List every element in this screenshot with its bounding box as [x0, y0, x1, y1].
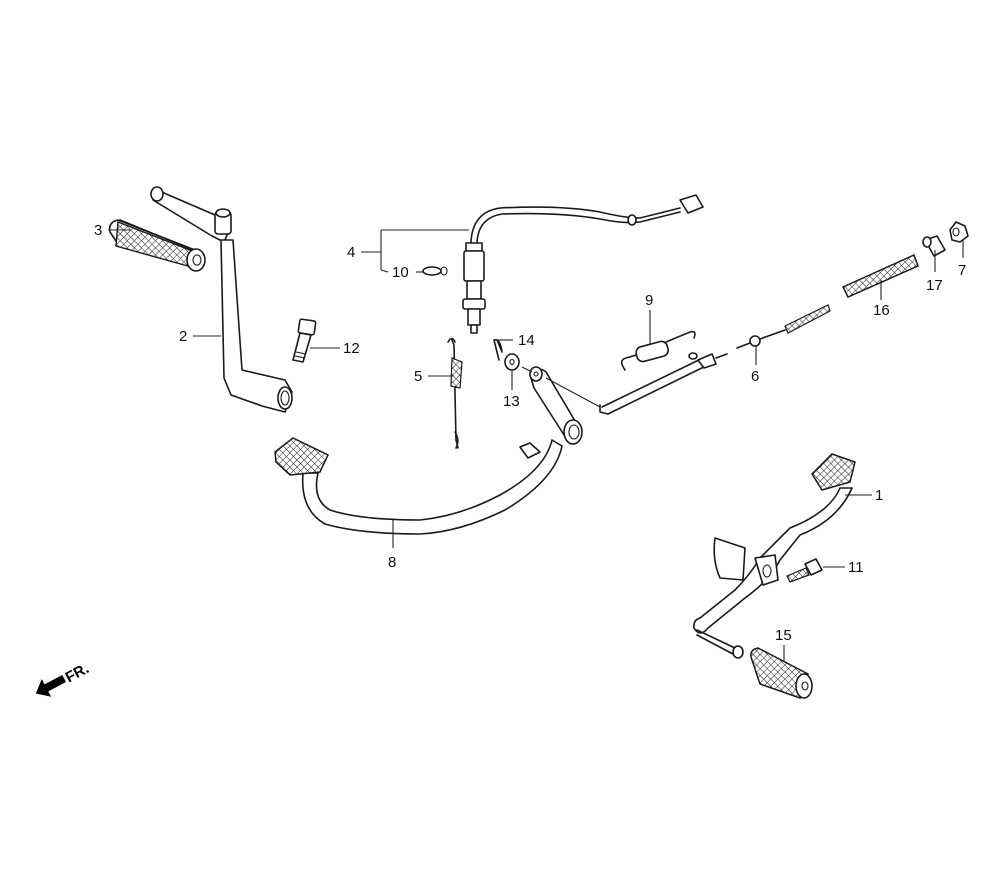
callout-2: 2 [179, 328, 187, 345]
callout-6: 6 [751, 368, 759, 385]
change-pedal [693, 453, 856, 659]
stop-switch-spring [447, 337, 463, 449]
callout-9: 9 [645, 292, 653, 309]
kick-arm-bolt [292, 318, 317, 363]
callout-14: 14 [518, 332, 535, 349]
callout-13: 13 [503, 393, 520, 410]
brake-rod [736, 304, 831, 349]
cotter-pin [493, 338, 503, 361]
leader-lines [108, 229, 964, 662]
callout-4: 4 [347, 244, 355, 261]
callout-7: 7 [958, 262, 966, 279]
callout-11: 11 [848, 559, 864, 576]
brake-rod-link [599, 352, 728, 415]
pedal-bolt [786, 558, 823, 583]
callout-3: 3 [94, 222, 102, 239]
return-spring [620, 330, 696, 371]
callout-5: 5 [414, 368, 422, 385]
washer [504, 353, 520, 371]
front-direction-indicator: FR. [35, 660, 92, 697]
callout-10: 10 [392, 264, 409, 281]
callout-8: 8 [388, 554, 396, 571]
adjusting-nut [949, 221, 969, 243]
callout-1: 1 [875, 487, 883, 504]
callout-17: 17 [926, 277, 943, 294]
rod-spring [841, 253, 919, 298]
callout-12: 12 [343, 340, 360, 357]
kick-starter-arm [150, 186, 293, 413]
brake-pedal [274, 366, 583, 535]
callout-labels: 3 2 12 4 10 5 14 13 8 9 6 16 17 7 1 11 1… [94, 222, 966, 644]
stop-switch-assembly [462, 194, 704, 334]
joint [922, 235, 946, 257]
callout-15: 15 [775, 627, 792, 644]
callout-16: 16 [873, 302, 890, 319]
front-label: FR. [63, 660, 92, 686]
change-pedal-rubber [750, 647, 813, 699]
kick-starter-rubber [108, 219, 206, 272]
arrow-left-icon [35, 674, 66, 697]
o-ring [422, 266, 448, 276]
